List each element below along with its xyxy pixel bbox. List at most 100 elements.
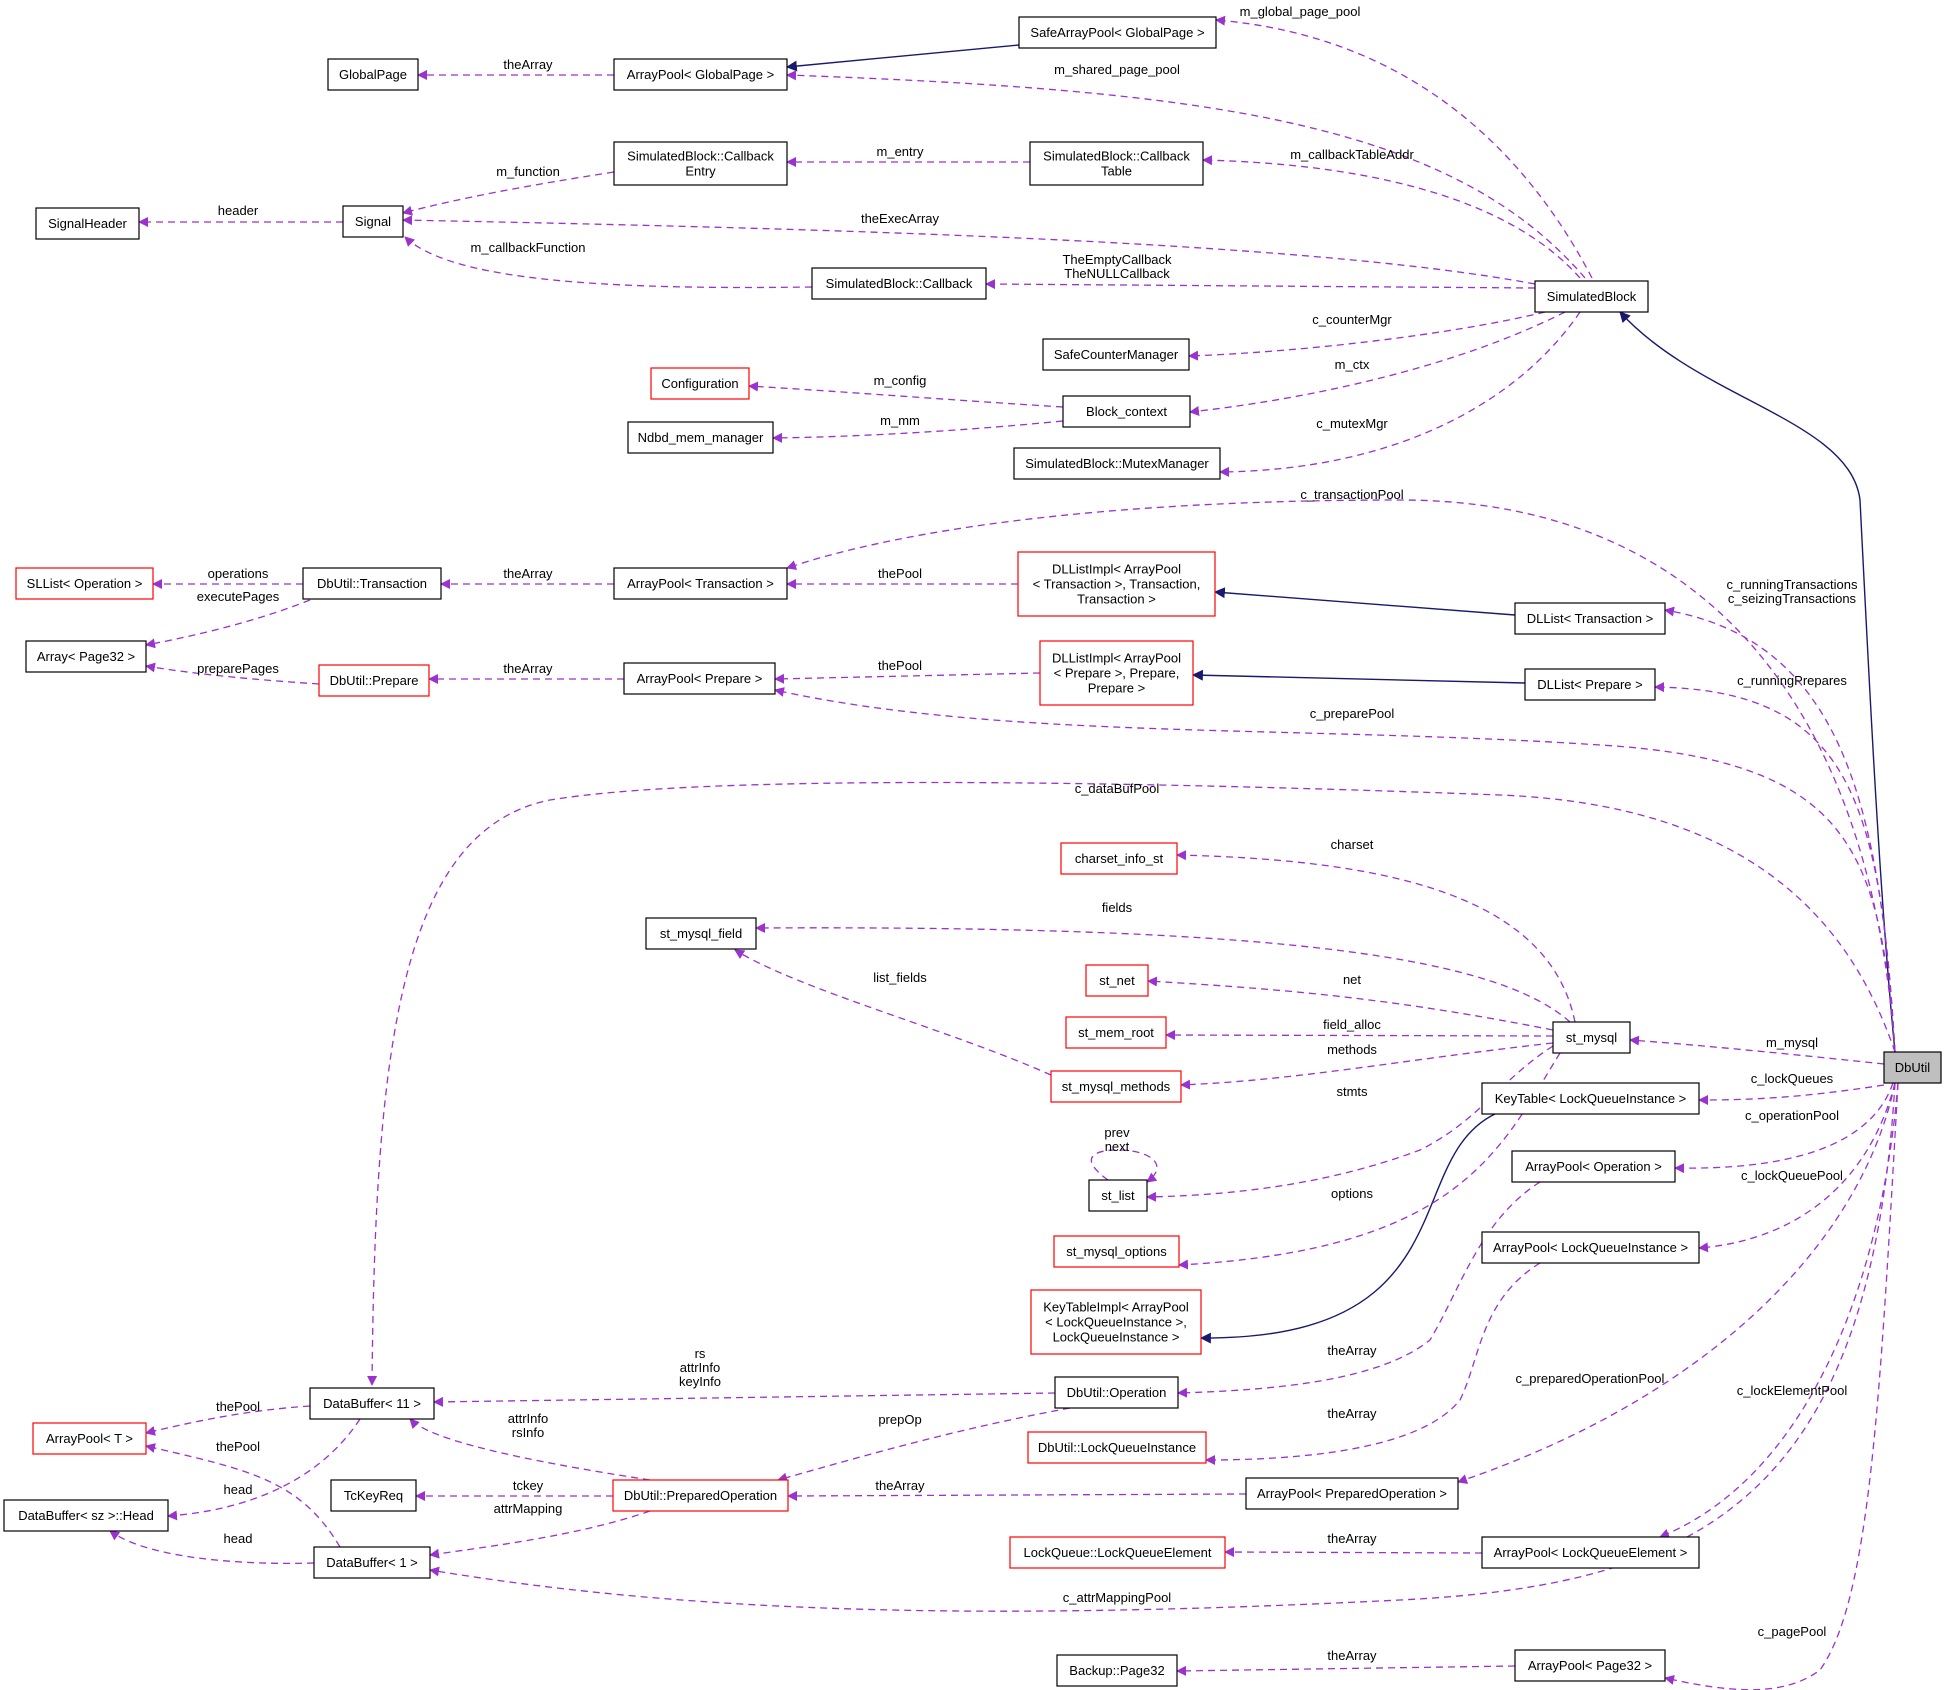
class-node-label: SimulatedBlock [1547, 289, 1637, 304]
edge-label-c_counterMgr: c_counterMgr [1312, 312, 1392, 327]
class-node-charset-info-st[interactable]: charset_info_st [1060, 842, 1178, 875]
class-node-dllist-prepare[interactable]: DLList< Prepare > [1524, 668, 1656, 701]
relation-edge-head_1 [109, 1530, 315, 1565]
class-node-label: ArrayPool< Transaction > [627, 576, 774, 591]
relation-edge-thePool_11 [145, 1405, 311, 1436]
class-node-label: DataBuffer< 11 > [323, 1396, 421, 1411]
class-node-array-page32[interactable]: Array< Page32 > [25, 640, 147, 673]
class-node-label: st_net [1099, 973, 1135, 988]
class-node-arraypool-t[interactable]: ArrayPool< T > [32, 1422, 147, 1455]
class-node-st-mysql-methods[interactable]: st_mysql_methods [1050, 1070, 1182, 1103]
relation-edge-m_config [748, 381, 1064, 408]
relation-edge-theArray_lqi [1205, 1262, 1541, 1465]
class-node-label: Configuration [661, 376, 738, 391]
inheritance-edge [1619, 311, 1896, 1053]
inheritance-edge [785, 44, 1020, 72]
edge-label-theArray_lqi: theArray [1327, 1406, 1377, 1421]
edge-label-m_entry: m_entry [877, 144, 924, 159]
class-node-safearraypool-globalpage[interactable]: SafeArrayPool< GlobalPage > [1018, 16, 1217, 49]
class-node-arraypool-operation[interactable]: ArrayPool< Operation > [1511, 1150, 1676, 1183]
class-node-blockcontext[interactable]: Block_context [1062, 395, 1191, 428]
edge-label-m_mysql: m_mysql [1766, 1035, 1818, 1050]
class-node-label: ArrayPool< LockQueueElement > [1494, 1545, 1688, 1560]
class-node-configuration[interactable]: Configuration [650, 367, 750, 400]
edge-label-theArray_page32: theArray [1327, 1648, 1377, 1663]
relation-edge-theArray_lqe [1224, 1547, 1483, 1558]
edge-label-preparePages: preparePages [197, 661, 279, 676]
class-node-dllistimpl-transaction[interactable]: DLListImpl< ArrayPool< Transaction >, Tr… [1017, 551, 1216, 617]
class-node-mutexmanager[interactable]: SimulatedBlock::MutexManager [1013, 447, 1221, 480]
class-node-arraypool-preparedoperation[interactable]: ArrayPool< PreparedOperation > [1245, 1477, 1459, 1510]
class-node-safecountermanager[interactable]: SafeCounterManager [1042, 338, 1190, 371]
class-node-arraypool-lqi[interactable]: ArrayPool< LockQueueInstance > [1481, 1231, 1700, 1264]
class-node-st-mysql-field[interactable]: st_mysql_field [645, 917, 757, 950]
class-node-st-mem-root[interactable]: st_mem_root [1065, 1016, 1167, 1049]
relation-edge-m_callbackFunction [404, 236, 813, 289]
class-node-ndbd-mem-manager[interactable]: Ndbd_mem_manager [627, 421, 774, 454]
edge-label-m_ctx: m_ctx [1335, 357, 1370, 372]
class-node-arraypool-transaction[interactable]: ArrayPool< Transaction > [613, 567, 788, 600]
edge-label-c_operationPool: c_operationPool [1745, 1108, 1839, 1123]
class-node-databuffer-head[interactable]: DataBuffer< sz >::Head [3, 1499, 169, 1532]
class-node-keytableimpl[interactable]: KeyTableImpl< ArrayPool< LockQueueInstan… [1030, 1289, 1202, 1355]
class-node-signal[interactable]: Signal [342, 205, 404, 238]
relation-edge-c_lockQueues [1698, 1084, 1885, 1105]
class-node-dbutil-preparedoperation[interactable]: DbUtil::PreparedOperation [612, 1479, 789, 1512]
relation-edge-m_mm [772, 420, 1064, 443]
class-node-callback[interactable]: SimulatedBlock::Callback [811, 267, 987, 300]
class-node-dbutil-lockqueueinstance[interactable]: DbUtil::LockQueueInstance [1027, 1431, 1207, 1464]
class-node-sllist-operation[interactable]: SLList< Operation > [15, 567, 154, 600]
class-node-lockqueueelement[interactable]: LockQueue::LockQueueElement [1009, 1536, 1226, 1569]
class-node-st-net[interactable]: st_net [1085, 964, 1149, 997]
class-node-signalheader[interactable]: SignalHeader [35, 207, 140, 240]
class-node-simulatedblock[interactable]: SimulatedBlock [1534, 280, 1649, 313]
edge-label-methods: methods [1327, 1042, 1377, 1057]
class-node-label: ArrayPool< Operation > [1525, 1159, 1662, 1174]
edge-label-c_pagePool: c_pagePool [1758, 1624, 1827, 1639]
class-node-dbutil-operation[interactable]: DbUtil::Operation [1054, 1376, 1179, 1409]
class-node-dbutil-transaction[interactable]: DbUtil::Transaction [302, 567, 442, 600]
class-node-arraypool-globalpage[interactable]: ArrayPool< GlobalPage > [613, 58, 788, 91]
class-node-dbutil-prepare[interactable]: DbUtil::Prepare [318, 664, 430, 697]
edge-label-theArray_preparedop: theArray [875, 1478, 925, 1493]
class-node-dllist-transaction[interactable]: DLList< Transaction > [1514, 602, 1666, 635]
class-node-arraypool-lockqueueelement[interactable]: ArrayPool< LockQueueElement > [1481, 1536, 1700, 1569]
class-node-databuffer-11[interactable]: DataBuffer< 11 > [309, 1387, 435, 1420]
edge-label-charset: charset [1331, 837, 1374, 852]
edge-label-theArray_transaction: theArray [503, 566, 553, 581]
class-node-arraypool-prepare[interactable]: ArrayPool< Prepare > [623, 662, 776, 695]
class-node-st-list[interactable]: st_list [1088, 1179, 1148, 1212]
class-node-label: Ndbd_mem_manager [638, 430, 764, 445]
edge-label-c_lockQueuePool: c_lockQueuePool [1741, 1168, 1843, 1183]
edge-label-m_function: m_function [496, 164, 560, 179]
class-node-st-mysql-options[interactable]: st_mysql_options [1053, 1235, 1180, 1268]
class-node-dllistimpl-prepare[interactable]: DLListImpl< ArrayPool< Prepare >, Prepar… [1039, 640, 1194, 706]
relation-edge-m_callbackTableAddr [1202, 155, 1581, 279]
edge-label-c_runningPrepares: c_runningPrepares [1737, 673, 1847, 688]
class-node-label: st_mem_root [1078, 1025, 1154, 1040]
class-node-dbutil[interactable]: DbUtil [1883, 1051, 1942, 1084]
class-node-arraypool-page32[interactable]: ArrayPool< Page32 > [1514, 1649, 1666, 1682]
edge-label-m_mm: m_mm [880, 413, 920, 428]
edge-label-c_preparedOperationPool: c_preparedOperationPool [1516, 1371, 1665, 1386]
relation-edge-fields [755, 922, 1571, 1023]
class-node-label: DbUtil::Prepare [330, 673, 419, 688]
class-node-label: TcKeyReq [344, 1488, 403, 1503]
class-node-keytable-lqi[interactable]: KeyTable< LockQueueInstance > [1481, 1082, 1700, 1115]
class-node-backup-page32[interactable]: Backup::Page32 [1056, 1654, 1178, 1687]
class-node-label: Block_context [1086, 404, 1167, 419]
class-node-databuffer-1[interactable]: DataBuffer< 1 > [313, 1546, 431, 1579]
relation-edge-preparePages [145, 662, 320, 685]
relation-edge-m_mysql [1629, 1035, 1885, 1065]
edge-label-m_config: m_config [874, 373, 927, 388]
class-node-st-mysql[interactable]: st_mysql [1552, 1021, 1631, 1054]
class-node-globalpage[interactable]: GlobalPage [327, 58, 419, 91]
class-node-tckeyreq[interactable]: TcKeyReq [330, 1479, 417, 1512]
relation-edge-prepOp [777, 1407, 1071, 1483]
